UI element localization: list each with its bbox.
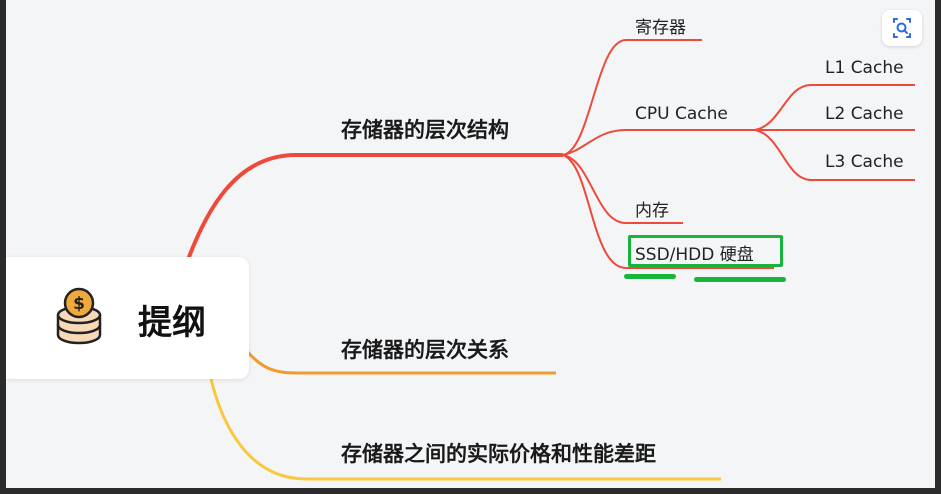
link-l1 (754, 84, 915, 131)
branch-memory-hierarchy-structure[interactable]: 存储器的层次结构 (341, 118, 509, 142)
highlight-underline-right (694, 277, 786, 282)
node-l3-cache[interactable]: L3 Cache (825, 152, 904, 172)
node-cpu-cache[interactable]: CPU Cache (635, 104, 728, 124)
branch-price-performance-gap[interactable]: 存储器之间的实际价格和性能差距 (341, 442, 656, 466)
highlight-underline-left (624, 274, 676, 279)
link-memory (562, 154, 683, 224)
link-cpu-cache (562, 129, 755, 156)
coins-icon: $ (56, 287, 102, 345)
link-root-branch1 (184, 153, 563, 266)
root-node[interactable]: $ 提纲 (6, 257, 249, 379)
link-ssd-hdd (562, 154, 774, 269)
node-memory[interactable]: 内存 (635, 201, 669, 221)
root-label: 提纲 (138, 303, 206, 343)
link-l3 (754, 129, 915, 181)
svg-text:$: $ (73, 294, 85, 314)
image-scan-button[interactable] (882, 10, 922, 46)
mindmap-links (184, 39, 915, 481)
highlight-box (628, 235, 783, 267)
link-root-branch2 (244, 349, 556, 375)
node-l1-cache[interactable]: L1 Cache (825, 58, 904, 78)
node-registers[interactable]: 寄存器 (635, 18, 686, 38)
node-ssd-hdd[interactable]: SSD/HDD 硬盘 (635, 245, 754, 265)
link-registers (562, 39, 702, 156)
node-l2-cache[interactable]: L2 Cache (825, 104, 904, 124)
image-scan-icon (893, 18, 911, 38)
link-root-branch3 (209, 378, 721, 481)
branch-memory-hierarchy-relation[interactable]: 存储器的层次关系 (341, 338, 509, 362)
mindmap-canvas: $ 提纲 存储器的层次结构 存储器的层次关系 存储器之间的实际价格和性能差距 寄… (6, 0, 935, 488)
